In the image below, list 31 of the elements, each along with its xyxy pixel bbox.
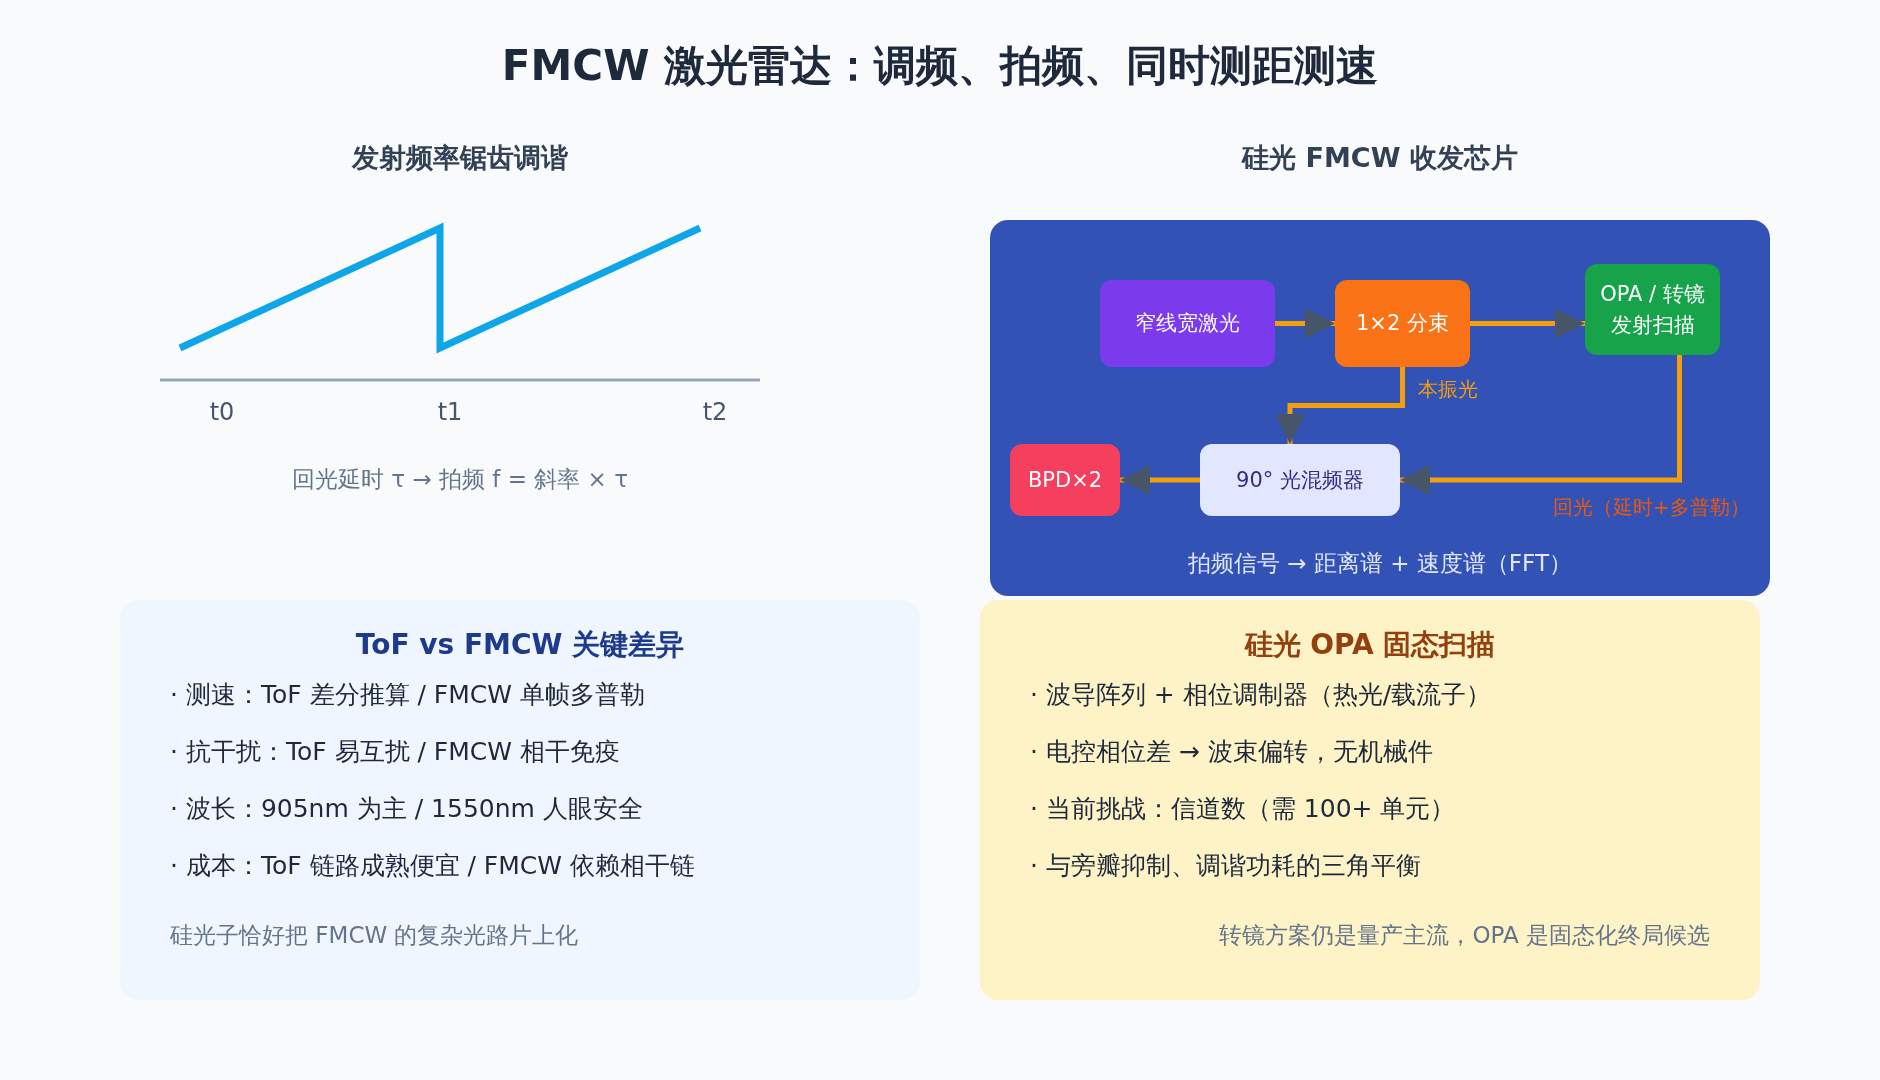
axis-tick-label: t0 [208, 398, 236, 426]
page-title: FMCW 激光雷达：调频、拍频、同时测距测速 [500, 40, 1380, 92]
bullet-text: · 成本：ToF 链路成熟便宜 / FMCW 依赖相干链 [170, 850, 696, 882]
mixer-box: 90° 光混频器 [1200, 444, 1400, 516]
splitter-box: 1×2 分束 [1335, 280, 1470, 367]
bullet-text: · 抗干扰：ToF 易互扰 / FMCW 相干免疫 [170, 736, 621, 768]
bullet-text: · 与旁瓣抑制、调谐功耗的三角平衡 [1030, 850, 1422, 882]
arrow [1275, 367, 1405, 444]
card-heading: ToF vs FMCW 关键差异 [354, 627, 686, 663]
axis-tick-label: t1 [436, 398, 464, 426]
axis-tick-label: t2 [701, 398, 729, 426]
card-background [980, 600, 1760, 1000]
bullet-text: · 测速：ToF 差分推算 / FMCW 单帧多普勒 [170, 679, 646, 711]
bullet-text: · 当前挑战：信道数（需 100+ 单元） [1030, 793, 1457, 825]
arrow [1470, 308, 1585, 339]
panel-caption: 拍频信号 → 距离谱 + 速度谱（FFT） [1187, 549, 1573, 578]
bullet-text: · 波长：905nm 为主 / 1550nm 人眼安全 [170, 793, 644, 825]
arrow [1400, 355, 1682, 495]
card-note: 转镜方案仍是量产主流，OPA 是固态化终局候选 [1218, 921, 1710, 950]
chart-heading: 发射频率锯齿调谐 [350, 141, 569, 175]
arrow [1120, 465, 1200, 495]
scanner-box: OPA / 转镜发射扫描 [1585, 264, 1720, 355]
arrow [1275, 308, 1335, 339]
bullet-text: · 波导阵列 + 相位调制器（热光/载流子） [1030, 679, 1493, 711]
panel-heading: 硅光 FMCW 收发芯片 [1240, 141, 1519, 175]
detector-box: BPD×2 [1010, 444, 1120, 516]
card-heading: 硅光 OPA 固态扫描 [1243, 627, 1497, 663]
bullet-text: · 电控相位差 → 波束偏转，无机械件 [1030, 736, 1434, 768]
laser-box: 窄线宽激光 [1100, 280, 1275, 367]
chart-caption: 回光延时 τ → 拍频 f = 斜率 × τ [290, 465, 630, 494]
card-note: 硅光子恰好把 FMCW 的复杂光路片上化 [170, 921, 580, 950]
